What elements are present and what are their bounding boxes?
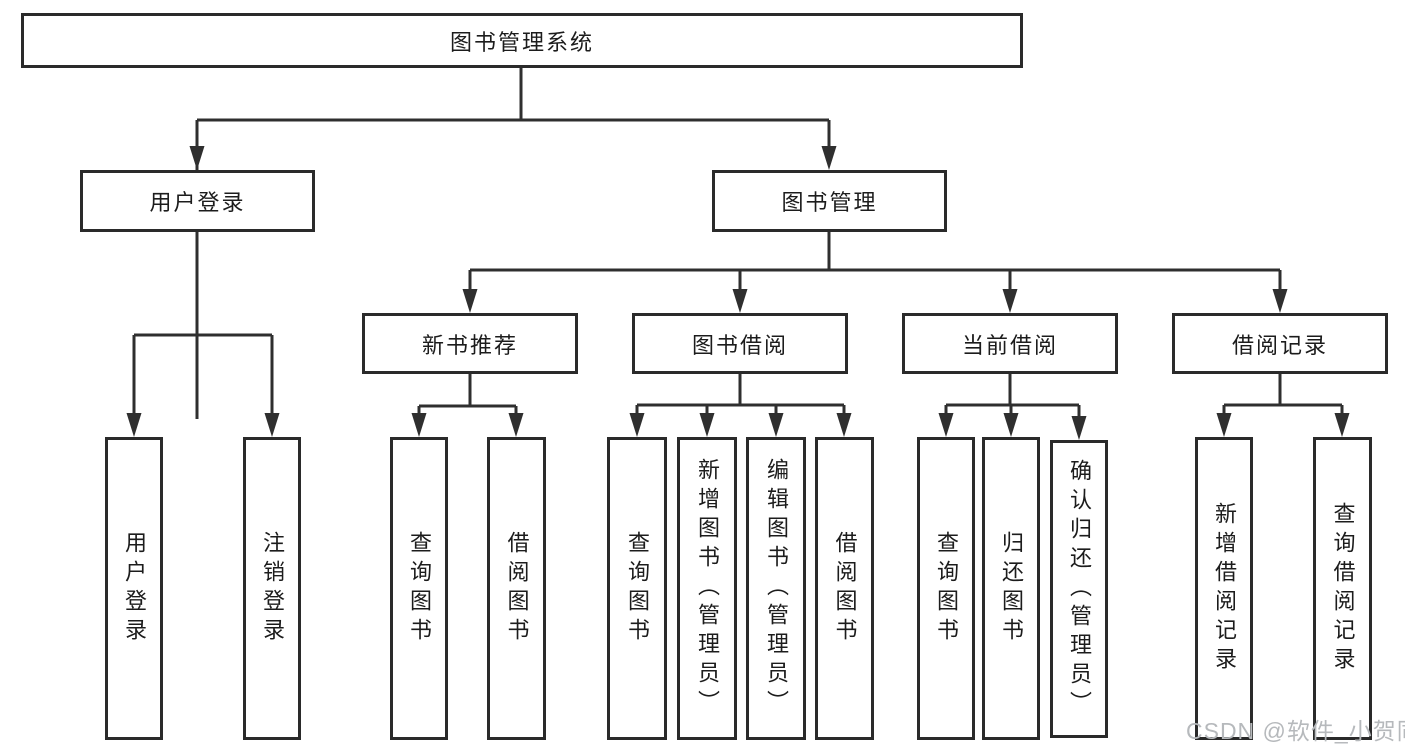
connector-current-borrow-children [938, 374, 1087, 440]
leaf-query-books-recommend: 查询图书 [390, 437, 448, 740]
leaf-borrow-books-recommend: 借阅图书 [487, 437, 546, 740]
connector-book-management-children [462, 232, 1288, 313]
leaf-borrow-books: 借阅图书 [815, 437, 874, 740]
node-book-management: 图书管理 [712, 170, 947, 232]
connector-user-login-children [126, 232, 280, 437]
leaf-confirm-return-admin: 确认归还（管理员） [1050, 440, 1108, 738]
leaf-logout: 注销登录 [243, 437, 301, 740]
leaf-edit-books-admin: 编辑图书（管理员） [746, 437, 806, 740]
node-library-management-system: 图书管理系统 [21, 13, 1023, 68]
node-borrow-record: 借阅记录 [1172, 313, 1388, 374]
leaf-query-books-borrow: 查询图书 [607, 437, 667, 740]
leaf-add-borrow-record: 新增借阅记录 [1195, 437, 1253, 740]
connector-new-book-children [411, 374, 524, 437]
leaf-query-borrow-record: 查询借阅记录 [1313, 437, 1372, 740]
leaf-user-login: 用户登录 [105, 437, 163, 740]
leaf-query-books-current: 查询图书 [917, 437, 975, 740]
node-new-book-recommend: 新书推荐 [362, 313, 578, 374]
connector-book-borrow-children [629, 374, 852, 437]
node-current-borrow: 当前借阅 [902, 313, 1118, 374]
node-user-login: 用户登录 [80, 170, 315, 232]
arrowhead-book-management [821, 146, 837, 170]
connector-borrow-record-children [1216, 374, 1350, 437]
leaf-add-books-admin: 新增图书（管理员） [677, 437, 737, 740]
arrowhead-user-login [189, 146, 205, 170]
csdn-watermark: CSDN @软件_小贺同学 [1186, 718, 1405, 744]
node-book-borrow: 图书借阅 [632, 313, 848, 374]
leaf-return-books: 归还图书 [982, 437, 1040, 740]
